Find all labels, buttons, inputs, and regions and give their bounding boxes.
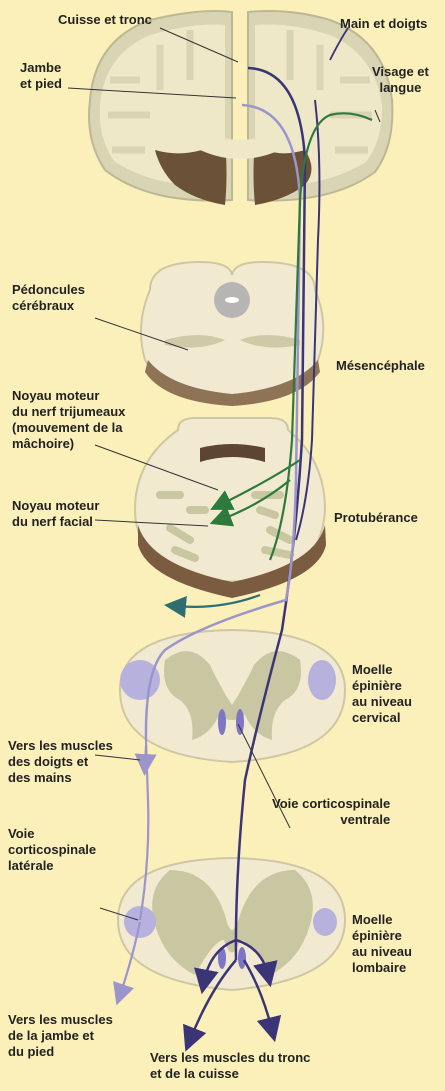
label-vers-tronc: Vers les muscles du tronc et de la cuiss… bbox=[150, 1050, 310, 1082]
label-mesencephale: Mésencéphale bbox=[336, 358, 425, 374]
cervical-cord-section bbox=[120, 630, 345, 762]
label-jambe-pied: Jambe et pied bbox=[20, 60, 62, 92]
label-protuberance: Protubérance bbox=[334, 510, 418, 526]
label-vers-doigts: Vers les muscles des doigts et des mains bbox=[8, 738, 113, 786]
lumbar-cord-section bbox=[118, 858, 345, 990]
label-noyau-trijumeaux: Noyau moteur du nerf trijumeaux (mouveme… bbox=[12, 388, 125, 452]
label-moelle-cervical: Moelle épinière au niveau cervical bbox=[352, 662, 412, 726]
label-cuisse-tronc: Cuisse et tronc bbox=[58, 12, 152, 28]
label-voie-ventrale: Voie corticospinale ventrale bbox=[272, 796, 390, 828]
label-noyau-facial: Noyau moteur du nerf facial bbox=[12, 498, 99, 530]
label-vers-jambe: Vers les muscles de la jambe et du pied bbox=[8, 1012, 113, 1060]
label-moelle-lombaire: Moelle épinière au niveau lombaire bbox=[352, 912, 412, 976]
label-voie-laterale: Voie corticospinale latérale bbox=[8, 826, 96, 874]
label-main-doigts: Main et doigts bbox=[340, 16, 427, 32]
brain-cortex-section bbox=[89, 10, 392, 205]
label-pedoncules: Pédoncules cérébraux bbox=[12, 282, 85, 314]
label-visage-langue: Visage et langue bbox=[372, 64, 429, 96]
